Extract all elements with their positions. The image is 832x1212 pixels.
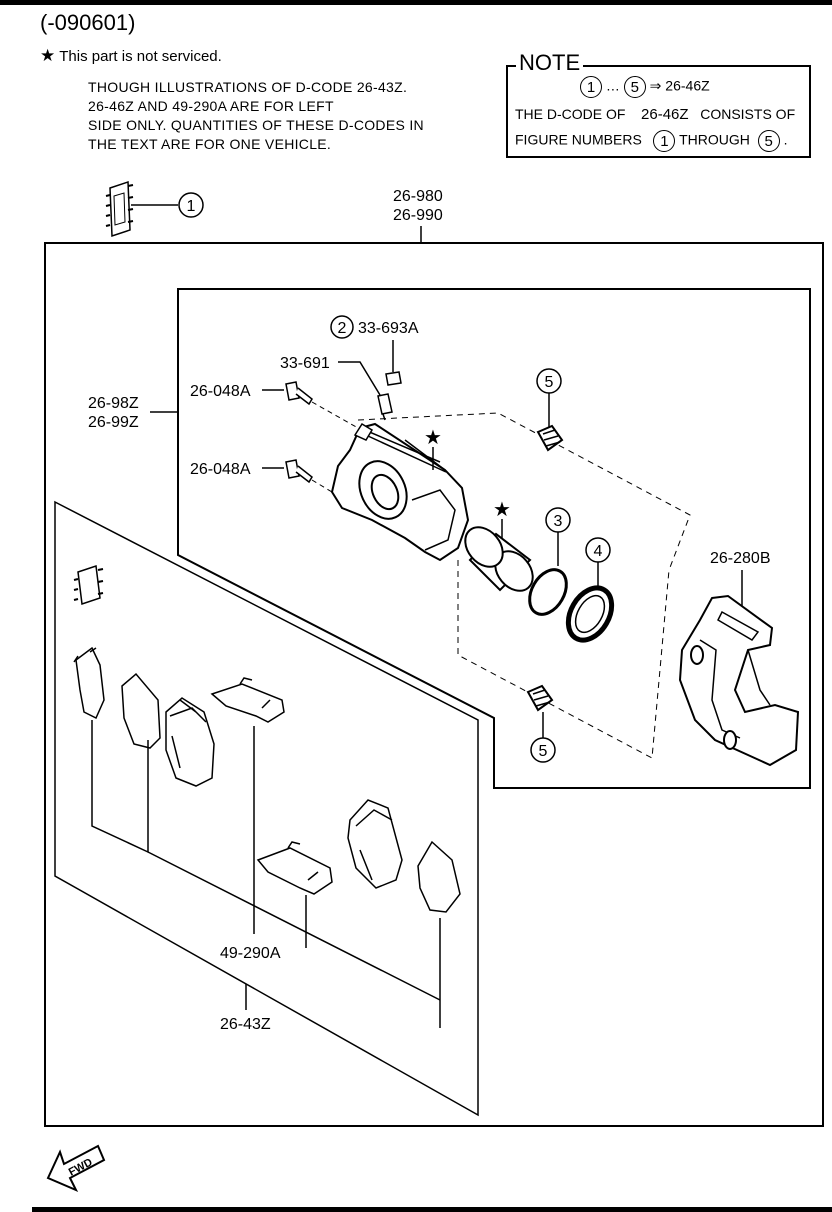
part-number-label: 26-280B xyxy=(710,550,771,567)
callout-circle xyxy=(530,737,556,763)
note-line3: FIGURE NUMBERS 1 THROUGH 5 . xyxy=(515,130,787,152)
leader-line xyxy=(311,479,333,493)
note-text: . xyxy=(783,131,788,148)
shim-icon xyxy=(105,180,134,238)
callout-circle xyxy=(330,315,354,339)
shim-plate-icon xyxy=(417,840,461,913)
not-serviced-star-icon: ★ xyxy=(424,425,442,449)
not-serviced-text: This part is not serviced. xyxy=(59,48,222,65)
part-number-label: 26-990 xyxy=(393,207,443,224)
pad-kit-frame xyxy=(54,500,479,1117)
note-line2: THE D-CODE OF 26-46Z CONSISTS OF xyxy=(515,106,795,123)
part-number-label: 26-43Z xyxy=(220,1016,271,1033)
note-text: CONSISTS OF xyxy=(700,106,796,122)
anti-rattle-clip-icon xyxy=(256,841,333,895)
instructions: THOUGH ILLUSTRATIONS OF D-CODE 26-43Z. 2… xyxy=(88,78,448,154)
brake-pad-icon xyxy=(165,697,215,787)
brake-pad-icon xyxy=(347,799,403,889)
top-rule xyxy=(0,0,832,5)
note-text: THE D-CODE OF xyxy=(515,106,626,122)
not-serviced-star-icon: ★ xyxy=(493,497,511,521)
note-callout-to: 5 xyxy=(623,76,646,98)
note-callout-from: 1 xyxy=(653,130,676,152)
note-text: FIGURE NUMBERS xyxy=(515,131,642,148)
assembly-frame xyxy=(44,242,824,1127)
pin-boot-icon xyxy=(526,684,554,712)
part-number-label: 26-980 xyxy=(393,188,443,205)
callout-number: 3 xyxy=(554,513,563,530)
star-icon: ★ xyxy=(40,46,56,65)
seal-kit-dashes xyxy=(357,412,691,759)
leader-line xyxy=(338,361,381,396)
note-code: 26-46Z xyxy=(665,77,710,94)
fwd-arrow-icon: FWD xyxy=(46,1144,106,1192)
note-arrow: ⇒ xyxy=(649,77,662,94)
anti-rattle-clip-icon xyxy=(210,677,285,723)
guide-bolt-icon xyxy=(285,459,313,484)
instructions-line: THE TEXT ARE FOR ONE VEHICLE. xyxy=(88,136,332,152)
guide-bolt-icon xyxy=(285,381,313,406)
note-callout-to: 5 xyxy=(757,130,780,152)
bleeder-cap-icon xyxy=(385,371,402,386)
callout-number: 2 xyxy=(338,320,347,337)
piston-icon xyxy=(464,526,534,592)
note-box xyxy=(506,65,811,158)
leader-line xyxy=(147,851,441,1001)
leader-line xyxy=(91,720,149,854)
dust-boot-icon xyxy=(565,585,615,643)
part-number-label: 26-99Z xyxy=(88,414,139,431)
callout-number: 5 xyxy=(539,743,548,760)
callout-number: 4 xyxy=(594,543,603,560)
leader-line xyxy=(311,401,359,429)
piston-seal-icon xyxy=(528,568,568,616)
shim-plate-icon xyxy=(73,646,105,720)
part-number-label: 26-048A xyxy=(190,383,251,400)
caliper-frame xyxy=(177,288,811,789)
date-code: (-090601) xyxy=(40,10,136,35)
part-number-label: 26-98Z xyxy=(88,395,139,412)
caliper-body-icon xyxy=(330,422,470,562)
pin-boot-icon xyxy=(536,424,564,452)
part-number-label: 26-048A xyxy=(190,461,251,478)
callout-number: 5 xyxy=(545,374,554,391)
part-number-label: 33-691 xyxy=(280,355,330,372)
note-text: THROUGH xyxy=(679,131,750,148)
part-number-label: 33-693A xyxy=(358,320,419,337)
note-title: NOTE xyxy=(516,50,584,76)
shim-plate-icon xyxy=(121,672,161,749)
bleeder-screw-icon xyxy=(377,393,393,421)
note-ellipsis: … xyxy=(605,77,620,94)
instructions-line: 26-46Z AND 49-290A ARE FOR LEFT xyxy=(88,98,334,114)
note-text: 26-46Z xyxy=(641,106,689,123)
shim-icon xyxy=(73,564,104,606)
instructions-line: SIDE ONLY. QUANTITIES OF THESE D-CODES I… xyxy=(88,117,424,133)
callout-circle xyxy=(178,192,204,218)
part-number-label: 49-290A xyxy=(220,945,281,962)
callout-number: 1 xyxy=(187,198,196,215)
instructions-line: THOUGH ILLUSTRATIONS OF D-CODE 26-43Z. xyxy=(88,79,408,95)
note-line1: 1 … 5 ⇒ 26-46Z xyxy=(580,76,710,98)
bottom-rule xyxy=(32,1207,832,1212)
caliper-bracket-icon xyxy=(678,594,800,767)
not-serviced-legend: ★This part is not serviced. xyxy=(40,46,222,66)
note-callout-from: 1 xyxy=(580,76,602,98)
